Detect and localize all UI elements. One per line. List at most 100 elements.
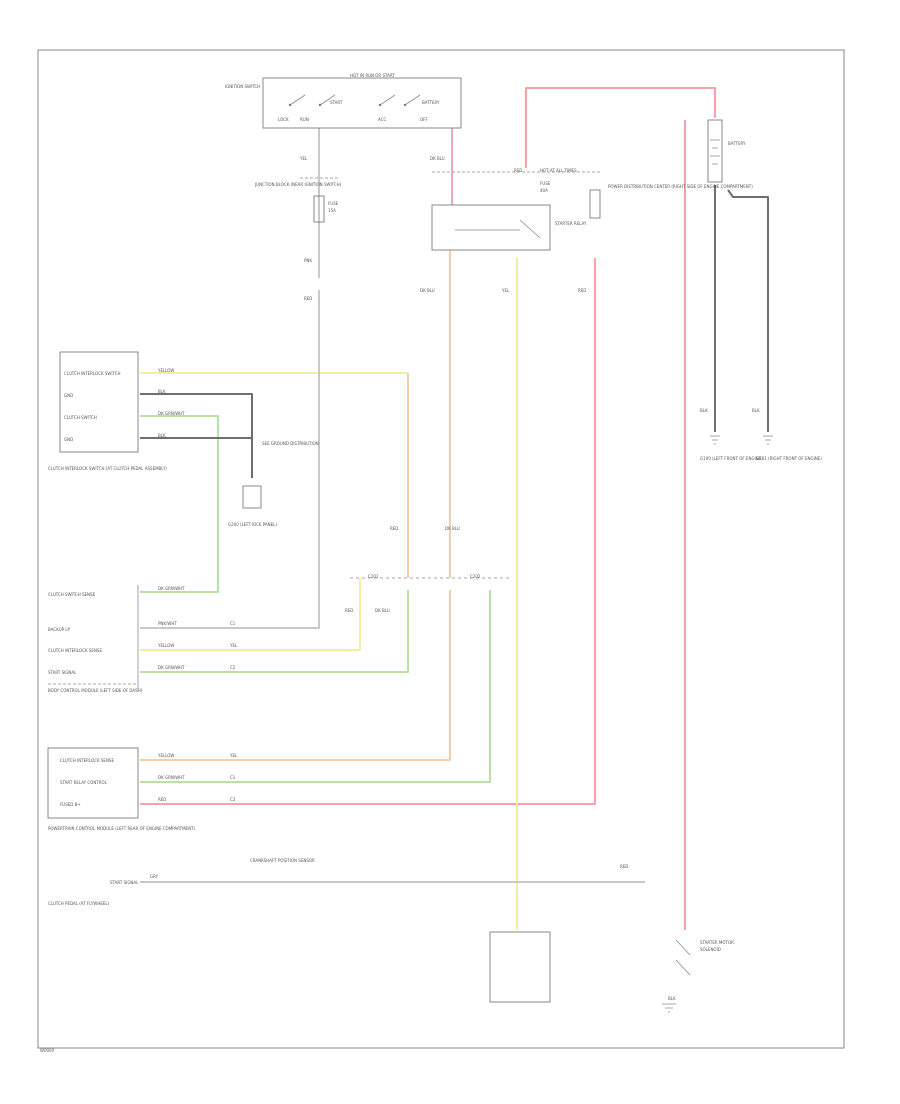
- ignition-battery-label: BATTERY: [422, 100, 440, 105]
- pdc-wire-red-label: RED: [514, 168, 522, 173]
- clutch-wire-1: YELLOW: [157, 368, 174, 373]
- clutch-row-2: GND: [64, 393, 73, 398]
- connector-c201: C201: [368, 574, 379, 579]
- wire-layer: [140, 87, 769, 930]
- pdc-fuse: [589, 189, 601, 219]
- bcm-row-3: CLUTCH INTERLOCK SENSE: [48, 648, 102, 653]
- bcm-wire-1: DK GRN/WHT: [158, 586, 185, 591]
- clutch-wire-4: BLK: [158, 433, 166, 438]
- wire-yellow-bcm: [140, 578, 361, 651]
- clutch-module-box: [59, 351, 139, 453]
- ignition-switch-contacts: [289, 94, 421, 106]
- pcm-wire-3: RED: [158, 797, 166, 802]
- connector-c202: C202: [470, 574, 481, 579]
- ignition-wire-label: YEL: [299, 156, 308, 161]
- pcm-row-2: START RELAY CONTROL: [60, 780, 108, 785]
- bcm-code-4: C2: [230, 665, 236, 670]
- connector-wire-2: DK BLU: [445, 526, 460, 531]
- starter-sensor-row: START SIGNAL: [110, 880, 139, 885]
- bcm-label: BODY CONTROL MODULE (LEFT SIDE OF DASH): [48, 688, 143, 693]
- starter-ground-label: BLK: [668, 996, 676, 1001]
- bcm-wire-4: DK GRN/WHT: [158, 665, 185, 670]
- bcm-row-2: BACKUP LP: [48, 627, 71, 632]
- clutch-row-4: GND: [64, 437, 73, 442]
- bcm-code-2: C1: [230, 621, 236, 626]
- ignition-switch: IGNITION SWITCH HOT IN RUN OR START STAR…: [225, 73, 462, 161]
- battery: BATTERY BLK BLK G100 (LEFT FRONT OF ENGI…: [700, 119, 822, 461]
- diagram-frame: [37, 49, 845, 1049]
- connector-wire-1: RED: [390, 526, 398, 531]
- starter-ground-symbol: [662, 1003, 676, 1013]
- pcm-row-1: CLUTCH INTERLOCK SENSE: [60, 758, 114, 763]
- pcm-row-3: FUSED B+: [60, 802, 81, 807]
- starter-relay-coil: [455, 219, 541, 239]
- connector-wire-4: DK BLU: [375, 608, 390, 613]
- clutch-ground-note: SEE GROUND DISTRIBUTION: [262, 441, 319, 446]
- pdc-wire-red2-label: RED: [578, 288, 586, 293]
- pcm-code-1: YEL: [229, 753, 238, 758]
- ignition-hot-label: HOT IN RUN OR START: [350, 73, 395, 78]
- body-control-module: CLUTCH SWITCH SENSE BACKUP LP CLUTCH INT…: [48, 585, 238, 693]
- ground-left-label: G100 (LEFT FRONT OF ENGINE): [700, 456, 763, 461]
- clutch-ground-name: G200 (LEFT KICK PANEL): [228, 522, 277, 527]
- starter-relay-box: [489, 931, 551, 1003]
- clutch-wire-3: DK GRN/WHT: [158, 411, 185, 416]
- battery-ground-right-wire: BLK: [752, 408, 760, 413]
- ignition-run-label: RUN: [300, 117, 309, 122]
- ground-right-symbol: [763, 435, 773, 445]
- clutch-row-3: CLUTCH SWITCH: [64, 415, 97, 420]
- power-distribution-center: HOT AT ALL TIMES POWER DISTRIBUTION CENT…: [420, 168, 753, 293]
- starter-motor-label: STARTER MOTOR: [700, 940, 734, 945]
- ignition-lock-label: LOCK: [278, 117, 289, 122]
- clutch-row-1: CLUTCH INTERLOCK SWITCH: [64, 371, 121, 376]
- wire-red-battery-feed: [525, 87, 716, 168]
- pdc-wire-yellow-label: YEL: [501, 288, 510, 293]
- bcm-row-4: START SIGNAL: [48, 670, 77, 675]
- junction-wire-label: PNK: [304, 258, 312, 263]
- bcm-wire-3: YELLOW: [157, 643, 174, 648]
- battery-box: [707, 119, 723, 183]
- starter-solenoid-label: SOLENOID: [700, 947, 721, 952]
- junction-fuse-label: FUSE: [328, 201, 339, 206]
- ground-right-label: G101 (RIGHT FRONT OF ENGINE): [756, 456, 822, 461]
- ignition-wire-orange-label: DK BLU: [430, 156, 445, 161]
- wire-gray-ground: [140, 393, 253, 478]
- starter-mid-label: RED: [620, 864, 628, 869]
- pcm-code-2: C1: [230, 775, 236, 780]
- ignition-switch-label: IGNITION SWITCH: [225, 84, 260, 89]
- pdc-fuse-amp: 40A: [540, 188, 548, 193]
- pdc-label: POWER DISTRIBUTION CENTER (RIGHT SIDE OF…: [608, 184, 753, 189]
- ground-left-symbol: [710, 435, 720, 445]
- connector-wire-3: RED: [345, 608, 353, 613]
- junction-wire-label-2: RED: [304, 296, 312, 301]
- bcm-wire-2: PNK/WHT: [158, 621, 177, 626]
- battery-label: BATTERY: [728, 141, 746, 146]
- junction-block: JUNCTION BLOCK (NEAR IGNITION SWITCH) FU…: [254, 177, 342, 301]
- crank-sensor-note: CRANKSHAFT POSITION SENSOR: [250, 858, 315, 863]
- mid-connectors: C201 C202 RED DK BLU RED DK BLU: [345, 526, 510, 613]
- wire-gray-battery-right: [727, 189, 769, 432]
- battery-cells: [710, 139, 720, 165]
- powertrain-control-module: CLUTCH INTERLOCK SENSE START RELAY CONTR…: [47, 747, 238, 831]
- pdc-hot-label: HOT AT ALL TIMES: [540, 168, 577, 173]
- wire-orange: [140, 250, 451, 761]
- pcm-label: POWERTRAIN CONTROL MODULE (LEFT REAR OF …: [48, 826, 196, 831]
- wire-green-clutch-switch: [140, 415, 219, 593]
- ignition-off-label: OFF: [420, 117, 428, 122]
- wire-red-fused-b: [140, 258, 596, 805]
- pdc-wire-orange-label: DK BLU: [420, 288, 435, 293]
- pcm-wire-2: DK GRN/WHT: [158, 775, 185, 780]
- clutch-interlock-switch: CLUTCH INTERLOCK SWITCH GND CLUTCH SWITC…: [48, 351, 319, 527]
- starter-motor-area: START SIGNAL GRY CRANKSHAFT POSITION SEN…: [48, 858, 734, 1013]
- bcm-row-1: CLUTCH SWITCH SENSE: [48, 592, 96, 597]
- ignition-start-label: START: [330, 100, 343, 105]
- pcm-wire-1: YELLOW: [157, 753, 174, 758]
- ignition-acc-label: ACC: [378, 117, 386, 122]
- pcm-code-3: C2: [230, 797, 236, 802]
- diagram-code: W0000: [40, 1048, 55, 1053]
- starter-area-label: CLUTCH PEDAL (AT FLYWHEEL): [48, 901, 110, 906]
- starter-relay-label: STARTER RELAY: [555, 221, 587, 226]
- junction-block-label: JUNCTION BLOCK (NEAR IGNITION SWITCH): [254, 182, 342, 187]
